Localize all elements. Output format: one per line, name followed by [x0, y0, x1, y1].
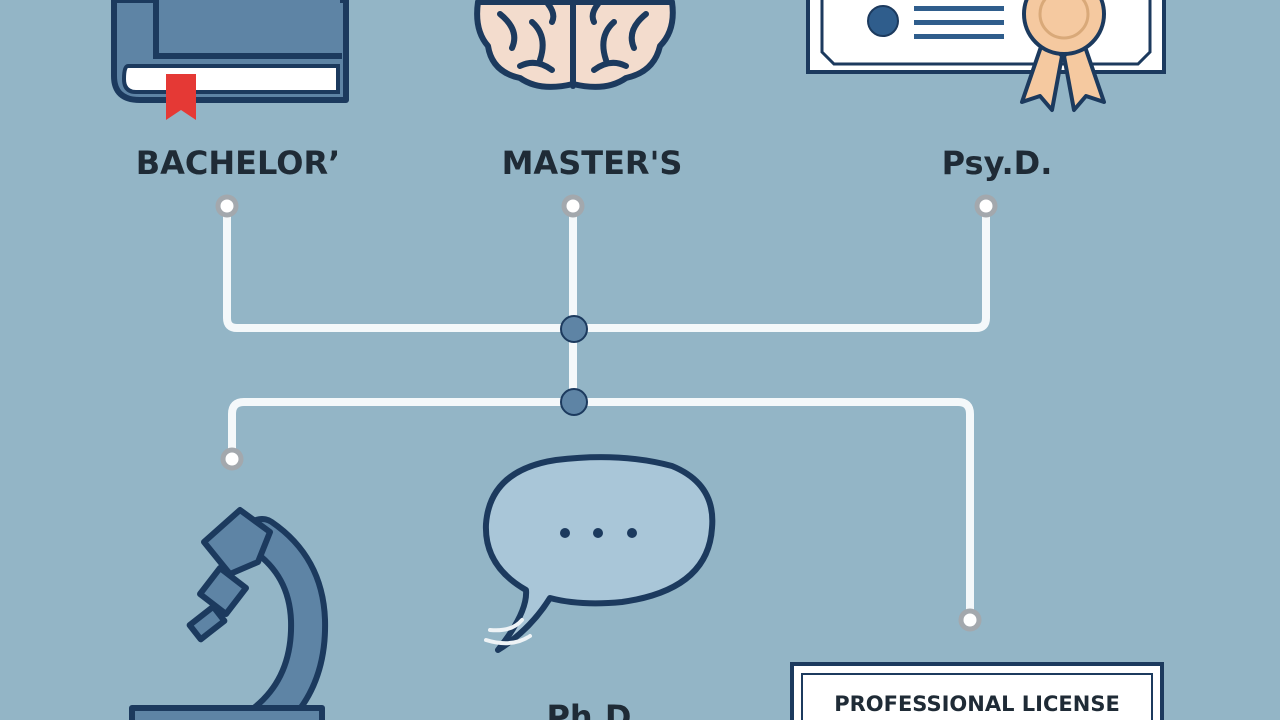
connector-psyd	[570, 204, 990, 332]
label-phd: Ph.D.	[546, 698, 643, 720]
junction-node-upper	[560, 315, 588, 343]
connector-bachelor	[223, 204, 578, 332]
speech-bubble-icon	[482, 454, 716, 653]
brain-icon	[474, 0, 676, 90]
endpoint-masters	[561, 194, 585, 218]
certificate-icon	[806, 0, 1166, 112]
endpoint-research	[220, 447, 244, 471]
label-psyd: Psy.D.	[942, 144, 1053, 182]
connector-license	[570, 398, 974, 622]
label-masters: MASTER'S	[502, 144, 683, 182]
endpoint-license	[958, 608, 982, 632]
book-icon	[111, 0, 349, 120]
label-bachelor: BACHELOR’	[136, 144, 341, 182]
license-document-icon	[790, 662, 1164, 720]
microscope-icon	[129, 507, 329, 720]
endpoint-bachelor	[215, 194, 239, 218]
endpoint-nodes	[215, 194, 998, 632]
label-license: PROFESSIONAL LICENSE	[834, 692, 1120, 716]
connector-lines	[223, 204, 990, 622]
junction-node-lower	[560, 388, 588, 416]
connector-research	[228, 398, 578, 462]
endpoint-psyd	[974, 194, 998, 218]
